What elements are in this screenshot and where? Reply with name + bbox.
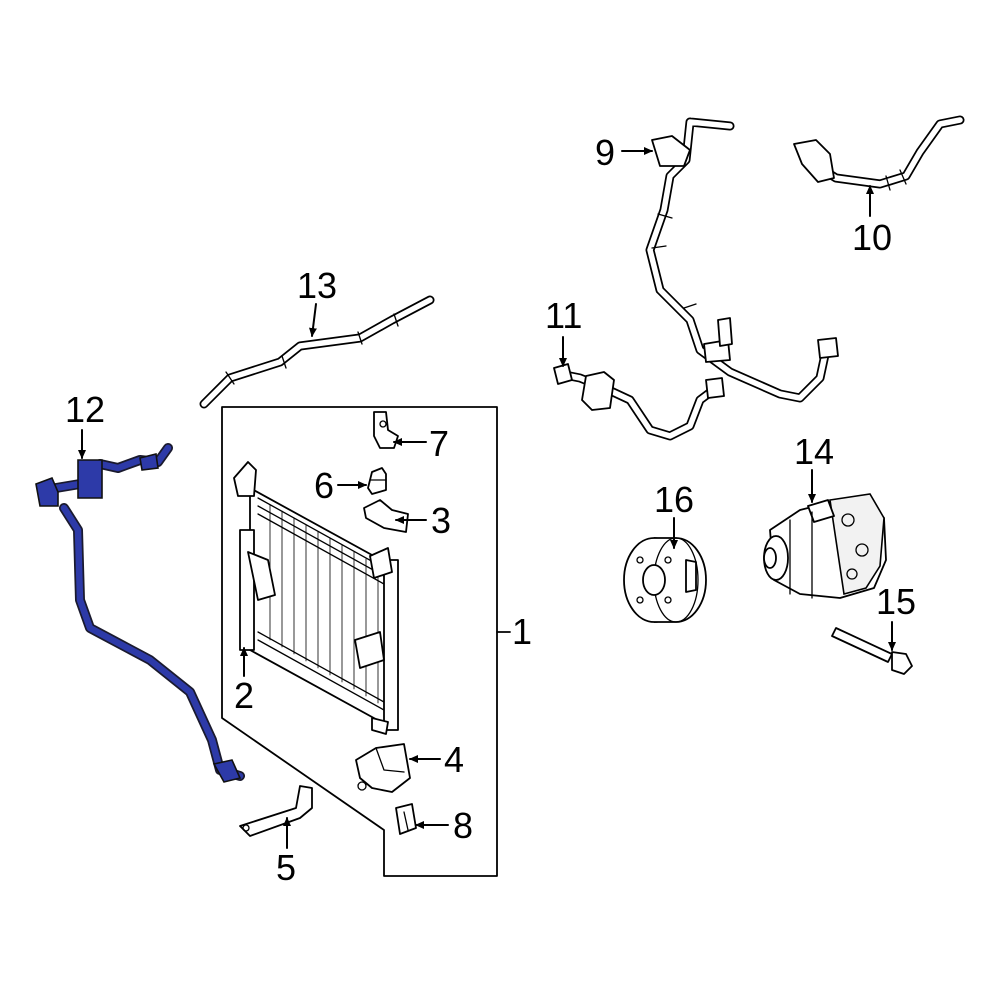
- condenser-group-frame: [221, 406, 498, 877]
- hose-13[interactable]: [199, 295, 435, 409]
- callout-10: 10: [852, 217, 892, 258]
- bracket-4[interactable]: [355, 743, 411, 793]
- callout-4: 4: [444, 739, 464, 780]
- callout-14: 14: [794, 431, 834, 472]
- callout-3: 3: [431, 500, 451, 541]
- hose-10[interactable]: [793, 115, 965, 191]
- callout-2: 2: [234, 675, 254, 716]
- callout-12: 12: [65, 389, 105, 430]
- compressor-14[interactable]: [763, 493, 887, 599]
- condenser[interactable]: [233, 461, 399, 735]
- grommet-6[interactable]: [367, 467, 387, 495]
- bolt-15[interactable]: [831, 627, 913, 675]
- callout-labels: 1 2 3 4 5 6 7 8 9 10 11 12 13 14 15 16: [65, 132, 916, 888]
- hose-9[interactable]: [645, 117, 839, 403]
- callout-1: 1: [512, 611, 532, 652]
- callout-7: 7: [429, 423, 449, 464]
- callout-5: 5: [276, 847, 296, 888]
- clip-8[interactable]: [395, 803, 417, 835]
- hose-11[interactable]: [553, 363, 725, 441]
- callout-16: 16: [654, 479, 694, 520]
- callout-11: 11: [545, 295, 582, 336]
- callout-8: 8: [453, 805, 473, 846]
- receiver-drier-12[interactable]: [35, 443, 245, 783]
- bracket-3[interactable]: [363, 499, 409, 533]
- leader-lines: [78, 147, 896, 849]
- callout-9: 9: [595, 132, 615, 173]
- clutch-pulley-16[interactable]: [623, 537, 707, 623]
- callout-15: 15: [876, 581, 916, 622]
- callout-13: 13: [297, 265, 337, 306]
- callout-6: 6: [314, 465, 334, 506]
- bracket-5[interactable]: [239, 785, 313, 837]
